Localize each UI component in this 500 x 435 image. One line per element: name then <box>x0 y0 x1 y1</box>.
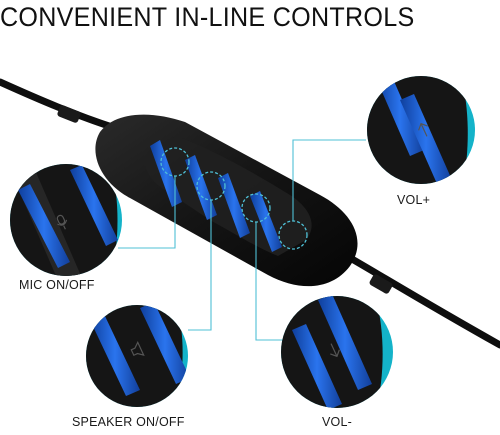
vol-minus-zoom-circle <box>281 296 393 408</box>
mic-label: MIC ON/OFF <box>19 278 95 292</box>
speaker-zoom-circle <box>86 305 188 407</box>
cable <box>0 78 500 349</box>
volume-up-icon <box>418 122 428 137</box>
speaker-label: SPEAKER ON/OFF <box>72 415 185 429</box>
mic-zoom-circle <box>10 164 122 276</box>
mic-icon <box>56 214 68 230</box>
vol-plus-label: VOL+ <box>397 193 431 207</box>
speaker-icon <box>130 341 145 357</box>
leader-lines <box>118 139 366 341</box>
volume-down-icon <box>330 343 340 358</box>
vol-plus-zoom-circle <box>367 76 475 184</box>
inline-controller <box>95 114 358 287</box>
page-title: CONVENIENT IN-LINE CONTROLS <box>0 2 415 32</box>
vol-minus-label: VOL- <box>322 415 352 429</box>
